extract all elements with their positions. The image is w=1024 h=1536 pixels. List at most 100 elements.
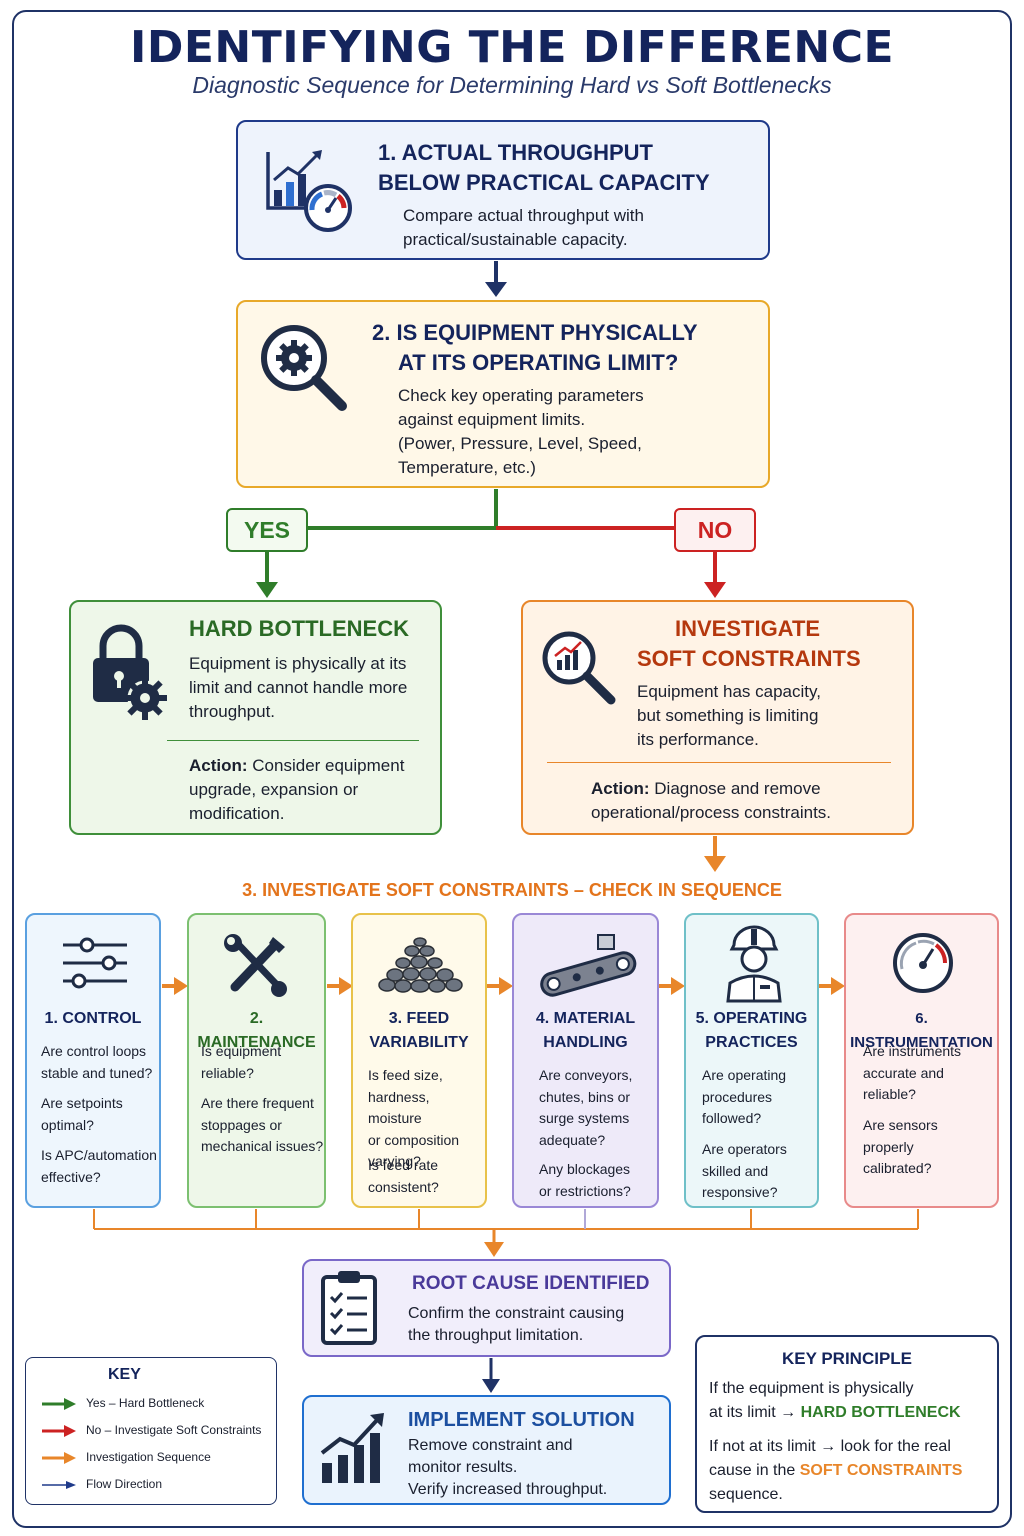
card-instrumentation-q2a: Are sensors — [863, 1117, 938, 1133]
arrow-root-implement — [482, 1379, 500, 1393]
soft-action-line2: operational/process constraints. — [591, 803, 832, 822]
card-instrumentation-q1: Are instruments accurate and reliable? — [863, 1041, 961, 1106]
card-instrumentation-q1a: Are instruments — [863, 1043, 962, 1059]
hard-action-text1: Consider equipment — [247, 756, 405, 775]
card-feed-q1: Is feed size, hardness, moisture or comp… — [368, 1065, 485, 1173]
page-subtitle: Diagnostic Sequence for Determining Hard… — [192, 72, 832, 98]
card-control: 1. CONTROL Are control loops stable and … — [25, 913, 161, 1208]
card-feed-q1b: hardness, moisture — [368, 1088, 430, 1127]
key-principle-soft-highlight: SOFT CONSTRAINTS — [799, 1462, 963, 1479]
legend-arrow-yes-icon — [42, 1398, 76, 1410]
step2-title-line1: 2. IS EQUIPMENT PHYSICALLY — [372, 320, 698, 345]
throughput-gauge-icon — [266, 150, 352, 232]
soft-title-line1: INVESTIGATE — [675, 616, 821, 641]
card-feed-q2a: Is feed rate — [368, 1157, 439, 1173]
implement-body-line2: monitor results. — [408, 1459, 518, 1476]
step1-title-line2: BELOW PRACTICAL CAPACITY — [378, 170, 710, 195]
yes-label: YES — [226, 508, 308, 552]
soft-action-text1: Diagnose and remove — [649, 779, 821, 798]
hard-action-label: Action: — [189, 756, 248, 775]
card-instrumentation: 6. INSTRUMENTATION Are instruments accur… — [844, 913, 999, 1208]
key-principle-line5: sequence. — [709, 1486, 783, 1503]
card-material-q2a: Any blockages — [539, 1161, 631, 1177]
operator-hardhat-icon — [726, 925, 782, 1003]
legend-item-no: No – Investigate Soft Constraints — [86, 1423, 262, 1437]
step2-body-line2: against equipment limits. — [398, 410, 586, 429]
arrow-yes — [256, 582, 278, 598]
card-feed-q1d: varying? — [368, 1153, 421, 1169]
implement-title: IMPLEMENT SOLUTION — [408, 1409, 635, 1431]
card-control-q3a: Is APC/automation — [41, 1147, 157, 1163]
card-operating-q1b: procedures — [702, 1088, 773, 1105]
card-maintenance-title: 2. MAINTENANCE — [197, 1010, 316, 1051]
card-material-q1a: Are conveyors, — [539, 1067, 633, 1083]
card-operating-q2a: Are operators — [702, 1141, 787, 1157]
card-operating-q1c: followed? — [702, 1110, 762, 1126]
key-principle-line4: cause in the SOFT CONSTRAINTS — [709, 1459, 962, 1483]
implement-body-line3: Verify increased throughput. — [408, 1481, 608, 1498]
hard-action-line3: modification. — [189, 804, 285, 823]
step2-body-line3: (Power, Pressure, Level, Speed, — [398, 434, 642, 453]
card-control-q2: Are setpoints optimal? — [41, 1093, 123, 1136]
card-feed-q1a: Is feed size, — [368, 1067, 443, 1083]
no-label: NO — [674, 508, 756, 552]
root-cause-title: ROOT CAUSE IDENTIFIED — [412, 1273, 650, 1294]
wrench-screwdriver-icon — [224, 934, 287, 997]
card-material-q2: Any blockages or restrictions? — [539, 1159, 631, 1202]
key-principle-box: KEY PRINCIPLE If the equipment is physic… — [695, 1335, 999, 1513]
soft-body-line2: but something is limiting — [637, 706, 819, 725]
card-feed-title-line1: 3. FEED — [388, 1010, 450, 1027]
arrow-step1-step2 — [485, 282, 507, 297]
card-instrumentation-q2c: calibrated? — [863, 1160, 932, 1176]
key-principle-line2-text: at its limit → — [709, 1404, 801, 1421]
step2-body-line1: Check key operating parameters — [398, 386, 644, 405]
step2-title-line2: AT ITS OPERATING LIMIT? — [398, 350, 679, 375]
soft-divider — [547, 762, 891, 763]
card-feed-title-line2: VARIABILITY — [369, 1034, 469, 1051]
card-maintenance-q2: Are there frequent stoppages or mechanic… — [201, 1093, 323, 1158]
hard-divider — [167, 740, 419, 741]
card-material-title-line1: 4. MATERIAL — [535, 1010, 636, 1027]
magnifier-gear-icon — [261, 325, 347, 411]
soft-body-line3: its performance. — [637, 730, 759, 749]
card-operating-q2: Are operators skilled and responsive? — [702, 1139, 787, 1204]
card-instrumentation-q2b: properly — [863, 1138, 914, 1155]
step1-box: 1. ACTUAL THROUGHPUT BELOW PRACTICAL CAP… — [236, 120, 770, 260]
step1-body-line2: practical/sustainable capacity. — [403, 230, 628, 249]
key-principle-line1: If the equipment is physically — [709, 1380, 914, 1397]
card-control-q1a: Are control loops — [41, 1043, 147, 1059]
root-cause-box: ROOT CAUSE IDENTIFIED Confirm the constr… — [302, 1259, 671, 1357]
clipboard-checklist-icon — [321, 1271, 377, 1345]
card-material-title-line2: HANDLING — [543, 1034, 628, 1051]
legend-arrow-flow-icon — [42, 1481, 76, 1489]
card-maintenance-q1: Is equipment reliable? — [201, 1041, 281, 1084]
card-instrumentation-q2: Are sensors properly calibrated? — [863, 1115, 938, 1180]
card-material-handling: 4. MATERIAL HANDLING Are conveyors, chut… — [512, 913, 659, 1208]
root-cause-body-line1: Confirm the constraint causing — [408, 1305, 625, 1322]
card-operating-q1: Are operating procedures followed? — [702, 1065, 786, 1130]
page-title: IDENTIFYING THE DIFFERENCE — [129, 22, 895, 73]
card-control-q3b: effective? — [41, 1168, 101, 1185]
gauge-icon — [893, 933, 953, 993]
step1-title-line1: 1. ACTUAL THROUGHPUT — [378, 140, 653, 165]
hard-action-line1: Action: Consider equipment — [189, 754, 404, 778]
step1-body-line1: Compare actual throughput with — [403, 206, 644, 225]
card-material-q1c: surge systems — [539, 1110, 630, 1126]
soft-title-line2: SOFT CONSTRAINTS — [637, 646, 861, 671]
hard-body-line1: Equipment is physically at its — [189, 654, 407, 673]
card-operating-title-line2: PRACTICES — [705, 1034, 798, 1051]
key-principle-line4-text: cause in the — [709, 1462, 800, 1479]
magnifier-chart-icon — [542, 631, 616, 705]
conveyor-icon — [540, 934, 637, 997]
hard-action-line2: upgrade, expansion or — [189, 780, 359, 799]
card-control-title: 1. CONTROL — [44, 1010, 142, 1027]
card-material-q1: Are conveyors, chutes, bins or surge sys… — [539, 1065, 632, 1151]
card-material-q1d: adequate? — [539, 1131, 606, 1148]
step2-body-line4: Temperature, etc.) — [398, 458, 536, 477]
card-control-q2b: optimal? — [41, 1116, 94, 1133]
card-maintenance-q1a: Is equipment — [201, 1043, 282, 1059]
legend-box: KEY Yes – Hard Bottleneck No – Investiga… — [25, 1357, 277, 1505]
card-control-q1b: stable and tuned? — [41, 1064, 153, 1081]
ore-pile-icon — [378, 937, 463, 993]
card-operating-q1a: Are operating — [702, 1067, 787, 1083]
